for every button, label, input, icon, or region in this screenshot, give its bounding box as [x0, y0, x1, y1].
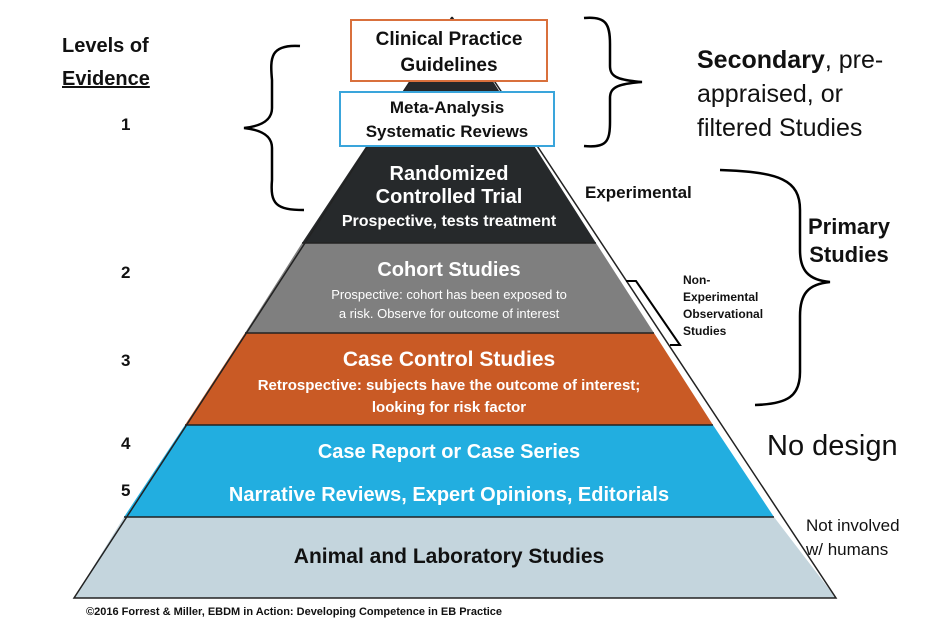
not-involved-label: Not involved w/ humans — [806, 514, 900, 562]
rct-title-line2: Controlled Trial — [376, 186, 523, 208]
primary-line1: Primary — [808, 214, 890, 239]
secondary-line2: appraised, or — [697, 80, 843, 108]
nonexp-bracket — [626, 280, 682, 346]
cpg-line2: Guidelines — [400, 55, 498, 76]
not-involved-line1: Not involved — [806, 516, 900, 535]
nonexp-line1: Non- — [683, 273, 711, 287]
primary-line2: Studies — [809, 242, 889, 267]
not-involved-line2: w/ humans — [806, 540, 889, 559]
rct-subtitle: Prospective, tests treatment — [342, 213, 557, 230]
meta-line1: Meta-Analysis — [389, 98, 505, 117]
tier-animal — [74, 517, 836, 598]
cpg-line1: Clinical Practice — [375, 29, 523, 50]
primary-studies-label: Primary Studies — [808, 213, 890, 269]
levels-title-line2: Evidence — [62, 68, 150, 90]
levels-title-line1: Levels of — [62, 35, 149, 57]
case-report-line1: Case Report or Case Series — [318, 441, 580, 463]
level-number: 5 — [121, 481, 131, 500]
secondary-rest: , pre- — [824, 46, 884, 74]
copyright-credit: ©2016 Forrest & Miller, EBDM in Action: … — [86, 606, 503, 618]
tier-cohort — [245, 243, 654, 333]
secondary-bold: Secondary — [697, 46, 825, 74]
primary-brace — [719, 168, 831, 407]
nonexp-line4: Studies — [683, 324, 727, 338]
case-report-line2: Narrative Reviews, Expert Opinions, Edit… — [229, 484, 669, 506]
nonexp-line3: Observational — [683, 307, 764, 321]
animal-title: Animal and Laboratory Studies — [294, 545, 604, 568]
level-number: 1 — [121, 115, 131, 134]
experimental-label: Experimental — [585, 183, 692, 202]
level-number: 4 — [121, 434, 131, 453]
meta-line2: Systematic Reviews — [365, 122, 529, 141]
cohort-title: Cohort Studies — [377, 259, 520, 281]
secondary-brace — [583, 16, 643, 148]
rct-title-line1: Randomized — [390, 163, 509, 185]
levels-title: Levels of Evidence — [62, 30, 150, 96]
cohort-sub-line2: a risk. Observe for outcome of interest — [339, 306, 560, 321]
case-control-sub-line2: looking for risk factor — [372, 399, 526, 416]
secondary-line3: filtered Studies — [697, 114, 863, 142]
level-number: 2 — [121, 263, 131, 282]
meta-analysis-box: Meta-Analysis Systematic Reviews — [339, 91, 555, 147]
left-brace — [243, 44, 305, 212]
no-design-label: No design — [767, 430, 898, 462]
nonexp-line2: Experimental — [683, 290, 759, 304]
secondary-annotation: Secondary, pre- appraised, or filtered S… — [697, 43, 883, 145]
tier-case-report — [124, 425, 774, 517]
cohort-sub-line1: Prospective: cohort has been exposed to — [331, 287, 567, 302]
level-number: 3 — [121, 351, 131, 370]
case-control-sub-line1: Retrospective: subjects have the outcome… — [258, 377, 641, 394]
tier-case-control — [185, 333, 713, 425]
clinical-practice-guidelines-box: Clinical Practice Guidelines — [350, 19, 548, 82]
non-experimental-label: Non- Experimental Observational Studies — [683, 272, 763, 340]
case-control-title: Case Control Studies — [343, 348, 555, 371]
